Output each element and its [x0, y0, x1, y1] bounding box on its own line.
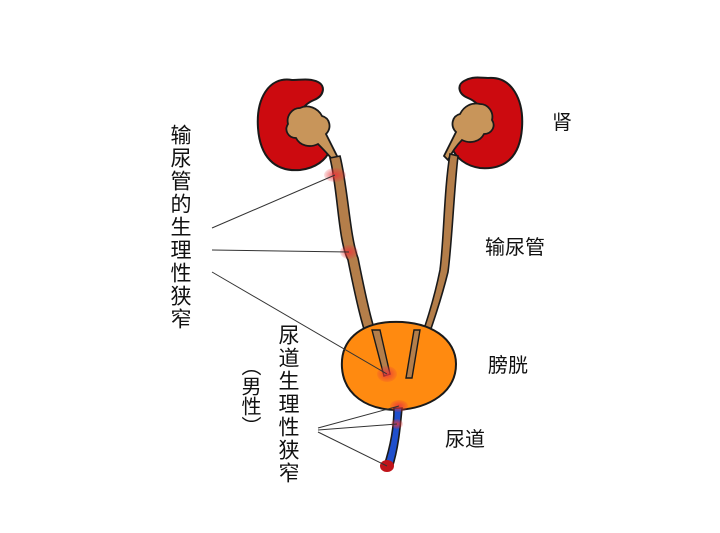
urethra-leader-lines: [317, 405, 400, 467]
bladder-label: 膀胱: [488, 353, 528, 377]
urethra-narrowing-label: 尿道生理性狭窄: [276, 324, 300, 485]
urethra-label: 尿道: [445, 427, 485, 451]
urethra-tube: [382, 407, 403, 469]
ureter-label: 输尿管: [485, 235, 545, 259]
ureter-narrowing-label: 输尿管的生理性狭窄: [168, 124, 192, 331]
left-kidney: [256, 78, 340, 172]
ureter-leader-lines: [211, 174, 388, 375]
male-note-label: （男性）: [238, 356, 262, 436]
right-renal-pelvis: [442, 102, 495, 162]
kidney-label: 肾: [552, 110, 572, 134]
right-kidney: [442, 76, 524, 170]
right-ureter-inner: [405, 329, 421, 379]
bladder-shape: [340, 320, 458, 412]
left-renal-pelvis: [285, 105, 340, 164]
